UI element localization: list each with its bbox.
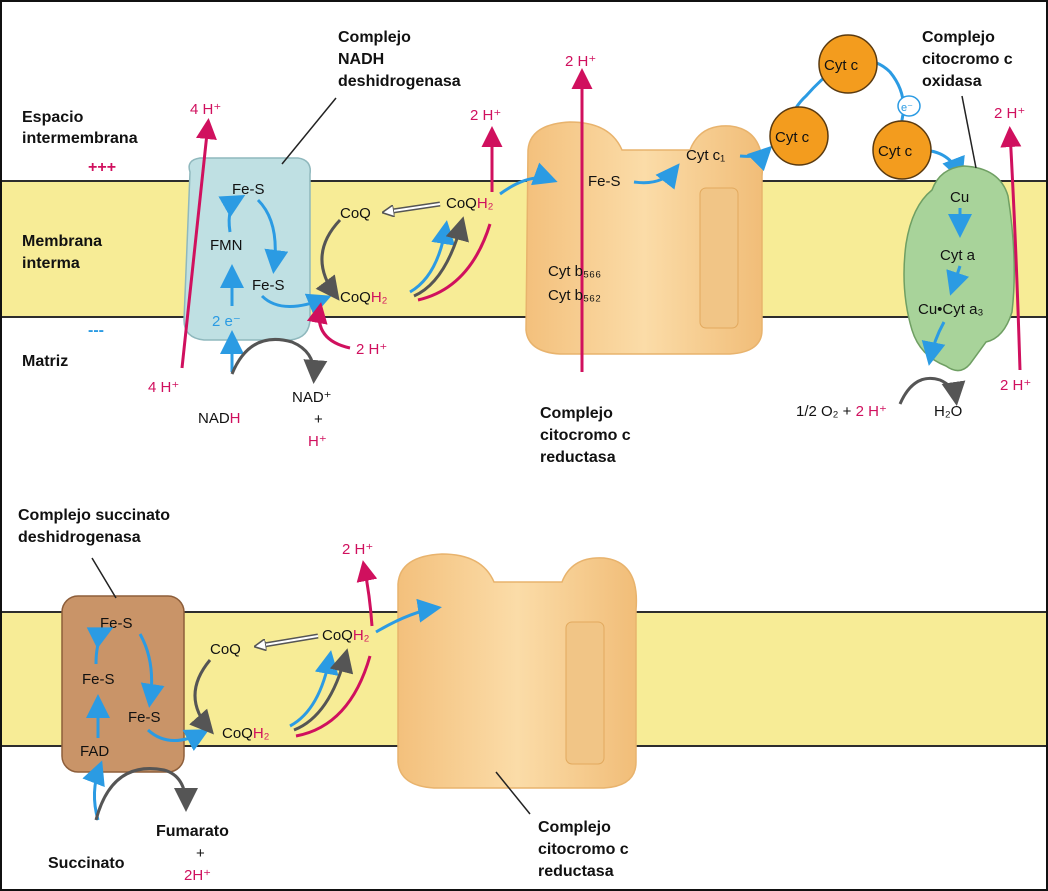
coqh2-upper-top: CoQH₂ <box>446 195 494 212</box>
complex4-water: H₂O <box>934 403 962 420</box>
complex3-bottom-title-l3: reductasa <box>538 863 614 880</box>
complex3-cytc1: Cyt c₁ <box>686 147 725 164</box>
coq-bottom: CoQ <box>210 641 241 658</box>
complex2-title-l1: Complejo succinato <box>18 507 170 524</box>
region-membrane-l2: interma <box>22 255 80 272</box>
complex1-title-l2: NADH <box>338 51 384 68</box>
complex1-fes-bottom: Fe-S <box>252 277 285 294</box>
cytc-label-2: Cyt c <box>824 57 859 74</box>
coqh2-lower-top: CoQH₂ <box>340 289 388 306</box>
nad-plus-label: NAD⁺ <box>292 389 332 406</box>
fumarate-plus: + <box>196 845 205 862</box>
cytc-label-1: Cyt c <box>775 129 810 146</box>
complex3-title-l1: Complejo <box>540 405 613 422</box>
complex4-cu: Cu <box>950 189 969 206</box>
nad-plus-sign: + <box>314 411 323 428</box>
complex3-proton-top: 2 H⁺ <box>565 53 596 70</box>
coqh2-upper-bottom: CoQH₂ <box>322 627 370 644</box>
complex4-reaction: 1/2 O₂ + 2 H⁺ <box>796 403 887 420</box>
complex3-cytb562: Cyt b₅₆₂ <box>548 287 601 304</box>
complex2-fad: FAD <box>80 743 109 760</box>
complex3-bottom-title-l1: Complejo <box>538 819 611 836</box>
coqh2-lower-bottom: CoQH₂ <box>222 725 270 742</box>
region-intermembrane-l2: intermembrana <box>22 130 138 147</box>
complex3-subunit <box>700 188 738 328</box>
complex4-title-l1: Complejo <box>922 29 995 46</box>
electron-symbol: e⁻ <box>901 102 913 114</box>
complex1-proton-bottom: 4 H⁺ <box>148 379 179 396</box>
complex4-proton-bottom: 2 H⁺ <box>1000 377 1031 394</box>
complex4-cyta: Cyt a <box>940 247 976 264</box>
succinate-label: Succinato <box>48 855 125 872</box>
complex3-fes: Fe-S <box>588 173 621 190</box>
fumarate-label: Fumarato <box>156 823 229 840</box>
complex1-electrons: 2 e⁻ <box>212 313 241 330</box>
complex2-fes-mid: Fe-S <box>82 671 115 688</box>
minus-signs: --- <box>88 322 104 339</box>
complex2-title-l2: deshidrogenasa <box>18 529 141 546</box>
cytc-label-3: Cyt c <box>878 143 913 160</box>
complex3-subunit-bottom <box>566 622 604 764</box>
complex3-cytb566: Cyt b₅₆₆ <box>548 263 601 280</box>
complex1-fes-top: Fe-S <box>232 181 265 198</box>
complex3-title-l2: citocromo c <box>540 427 631 444</box>
complex4-title-l3: oxidasa <box>922 73 982 90</box>
complex4-cucyta3: Cu•Cyt a₃ <box>918 301 984 318</box>
complex3-bottom-title-l2: citocromo c <box>538 841 629 858</box>
region-intermembrane-l1: Espacio <box>22 109 84 126</box>
complex1-fmn: FMN <box>210 237 243 254</box>
region-matrix: Matriz <box>22 353 68 370</box>
coq-top: CoQ <box>340 205 371 222</box>
complex2-fes-bottom: Fe-S <box>128 709 161 726</box>
fumarate-h-plus: 2H⁺ <box>184 867 211 884</box>
complex2-fes-top: Fe-S <box>100 615 133 632</box>
q-bottom-proton-out: 2 H⁺ <box>342 541 373 558</box>
plus-signs: +++ <box>88 159 116 176</box>
nadh-label: NADH <box>198 410 241 427</box>
complex3-title-l3: reductasa <box>540 449 616 466</box>
q-proton-in: 2 H⁺ <box>356 341 387 358</box>
nad-h-plus: H⁺ <box>308 433 327 450</box>
complex4-title-l2: citocromo c <box>922 51 1013 68</box>
complex1-title-l3: deshidrogenasa <box>338 73 461 90</box>
complex4-proton-top: 2 H⁺ <box>994 105 1025 122</box>
complex1-title-l1: Complejo <box>338 29 411 46</box>
complex1-proton-top: 4 H⁺ <box>190 101 221 118</box>
region-membrane-l1: Membrana <box>22 233 102 250</box>
membrane-band-top <box>2 181 1046 317</box>
q-proton-out: 2 H⁺ <box>470 107 501 124</box>
